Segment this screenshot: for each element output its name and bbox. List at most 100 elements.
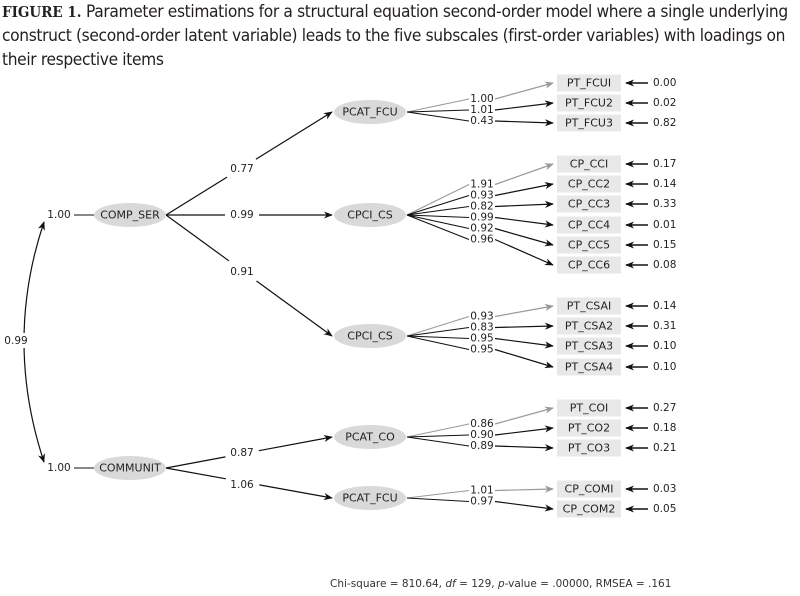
structural-path-coefficient: 1.06 bbox=[230, 479, 254, 491]
error-variance-value: 0.01 bbox=[653, 219, 676, 231]
observed-item-label: PT_CSA4 bbox=[565, 361, 613, 374]
observed-item-pt_co1 bbox=[557, 399, 621, 417]
loading-value: 1.01 bbox=[470, 485, 493, 497]
error-variance-value: 0.00 bbox=[653, 77, 676, 89]
structural-path-arrow bbox=[259, 484, 333, 501]
loading-value: 0.92 bbox=[470, 223, 493, 235]
observed-item-label: PT_COI bbox=[570, 402, 608, 415]
loading-path-arrow bbox=[494, 500, 554, 512]
structural-path-arrow bbox=[255, 111, 333, 160]
df-label: df bbox=[445, 578, 456, 590]
observed-item-label: CP_CCI bbox=[570, 158, 608, 171]
loading-path-arrow bbox=[494, 425, 554, 436]
loading-path-arrow bbox=[494, 119, 554, 127]
structural-path-arrow bbox=[258, 434, 333, 452]
loading-path-segment bbox=[406, 489, 470, 499]
loading-path-segment bbox=[406, 335, 470, 340]
error-variance-value: 0.18 bbox=[653, 422, 676, 434]
latent-node-label: COMMUNIT bbox=[99, 462, 161, 475]
loading-path-segment bbox=[406, 214, 470, 241]
variance-value-comp_ser: 1.00 bbox=[47, 209, 70, 221]
observed-item-cp_cc2 bbox=[557, 175, 621, 193]
chi-square-text: Chi-square = 810.64, bbox=[330, 578, 446, 590]
loading-path-arrow bbox=[494, 303, 554, 318]
error-variance-value: 0.14 bbox=[653, 300, 677, 312]
structural-path-coefficient: 0.99 bbox=[230, 209, 253, 221]
loading-value: 0.93 bbox=[470, 311, 493, 323]
structural-path-coefficient: 0.77 bbox=[230, 163, 253, 175]
observed-item-label: CP_COM2 bbox=[563, 503, 616, 516]
observed-item-cp_cc3 bbox=[557, 195, 621, 213]
loading-value: 1.91 bbox=[470, 179, 493, 191]
loading-value: 1.00 bbox=[470, 93, 493, 105]
observed-item-label: PT_FCU2 bbox=[565, 97, 613, 110]
loading-value: 0.93 bbox=[470, 190, 493, 202]
latent-node-communit bbox=[94, 456, 166, 480]
observed-item-label: CP_COMI bbox=[565, 483, 614, 496]
loading-path-arrow bbox=[494, 337, 554, 349]
loading-value: 0.86 bbox=[470, 418, 494, 430]
loading-value: 0.97 bbox=[470, 496, 493, 508]
figure-caption: FIGURE 1. Parameter estimations for a st… bbox=[2, 0, 800, 72]
error-variance-value: 0.27 bbox=[653, 402, 676, 414]
observed-item-label: PT_CO2 bbox=[568, 422, 610, 435]
loading-path-segment bbox=[406, 423, 470, 438]
observed-item-pt_csa1 bbox=[557, 297, 621, 315]
error-variance-value: 0.31 bbox=[653, 320, 676, 332]
first-order-node bbox=[334, 100, 406, 124]
model-fit-statistics: Chi-square = 810.64, df = 129, p-value =… bbox=[330, 578, 671, 590]
observed-item-cp_cc5 bbox=[557, 236, 621, 254]
latent-node-label: COMP_SER bbox=[100, 209, 160, 222]
error-variance-value: 0.17 bbox=[653, 158, 676, 170]
structural-path-coefficient: 0.87 bbox=[230, 447, 253, 459]
error-variance-value: 0.05 bbox=[653, 503, 676, 515]
loading-value: 0.89 bbox=[470, 440, 493, 452]
observed-item-label: PT_CSAI bbox=[567, 300, 612, 313]
error-variance-value: 0.33 bbox=[653, 198, 676, 210]
observed-item-label: CP_CC3 bbox=[568, 198, 610, 211]
loading-path-arrow bbox=[494, 227, 554, 247]
loading-value: 0.83 bbox=[470, 322, 493, 334]
covariance-value: 0.99 bbox=[4, 335, 27, 347]
first-order-node-label: PCAT_CO bbox=[345, 431, 395, 444]
first-order-node-label: PCAT_FCU bbox=[342, 492, 397, 505]
loading-path-segment bbox=[406, 214, 470, 230]
loading-value: 0.82 bbox=[470, 201, 493, 213]
observed-item-label: PT_CSA3 bbox=[565, 340, 613, 353]
observed-item-label: PT_CSA2 bbox=[565, 320, 613, 333]
p-value-rmsea: -value = .00000, RMSEA = .161 bbox=[504, 578, 672, 590]
loading-value: 0.99 bbox=[470, 212, 493, 224]
error-variance-value: 0.15 bbox=[653, 239, 676, 251]
loading-path-segment bbox=[406, 434, 470, 438]
observed-item-cp_cc4 bbox=[557, 216, 621, 234]
structural-path-segment bbox=[165, 214, 230, 262]
observed-item-pt_csa4 bbox=[557, 358, 621, 376]
observed-item-label: CP_CC4 bbox=[568, 219, 610, 232]
observed-item-cp_cc1 bbox=[557, 155, 621, 173]
error-variance-value: 0.82 bbox=[653, 117, 676, 129]
loading-path-arrow bbox=[494, 182, 554, 197]
figure-caption-text: Parameter estimations for a structural e… bbox=[2, 2, 788, 70]
latent-node-comp_ser bbox=[94, 203, 166, 227]
loading-path-segment bbox=[406, 109, 470, 113]
structural-path-segment bbox=[165, 456, 226, 469]
observed-item-label: PT_FCU3 bbox=[565, 117, 613, 130]
variance-value-communit: 1.00 bbox=[47, 462, 70, 474]
observed-item-cp_com2 bbox=[557, 500, 621, 518]
loading-path-segment bbox=[406, 205, 470, 216]
loading-path-arrow bbox=[494, 485, 554, 493]
loading-path-segment bbox=[406, 214, 470, 219]
first-order-node bbox=[334, 324, 406, 348]
loading-path-segment bbox=[406, 184, 470, 216]
figure-label: FIGURE 1. bbox=[2, 3, 82, 21]
loading-path-segment bbox=[406, 335, 470, 351]
observed-item-label: CP_CC2 bbox=[568, 178, 610, 191]
error-variance-value: 0.10 bbox=[653, 361, 676, 373]
error-variance-value: 0.10 bbox=[653, 340, 676, 352]
structural-path-segment bbox=[165, 467, 226, 480]
covariance-label-bg bbox=[2, 333, 30, 348]
loading-value: 0.96 bbox=[470, 234, 494, 246]
df-value: = 129, bbox=[455, 578, 498, 590]
observed-item-cp_cc6 bbox=[557, 256, 621, 274]
